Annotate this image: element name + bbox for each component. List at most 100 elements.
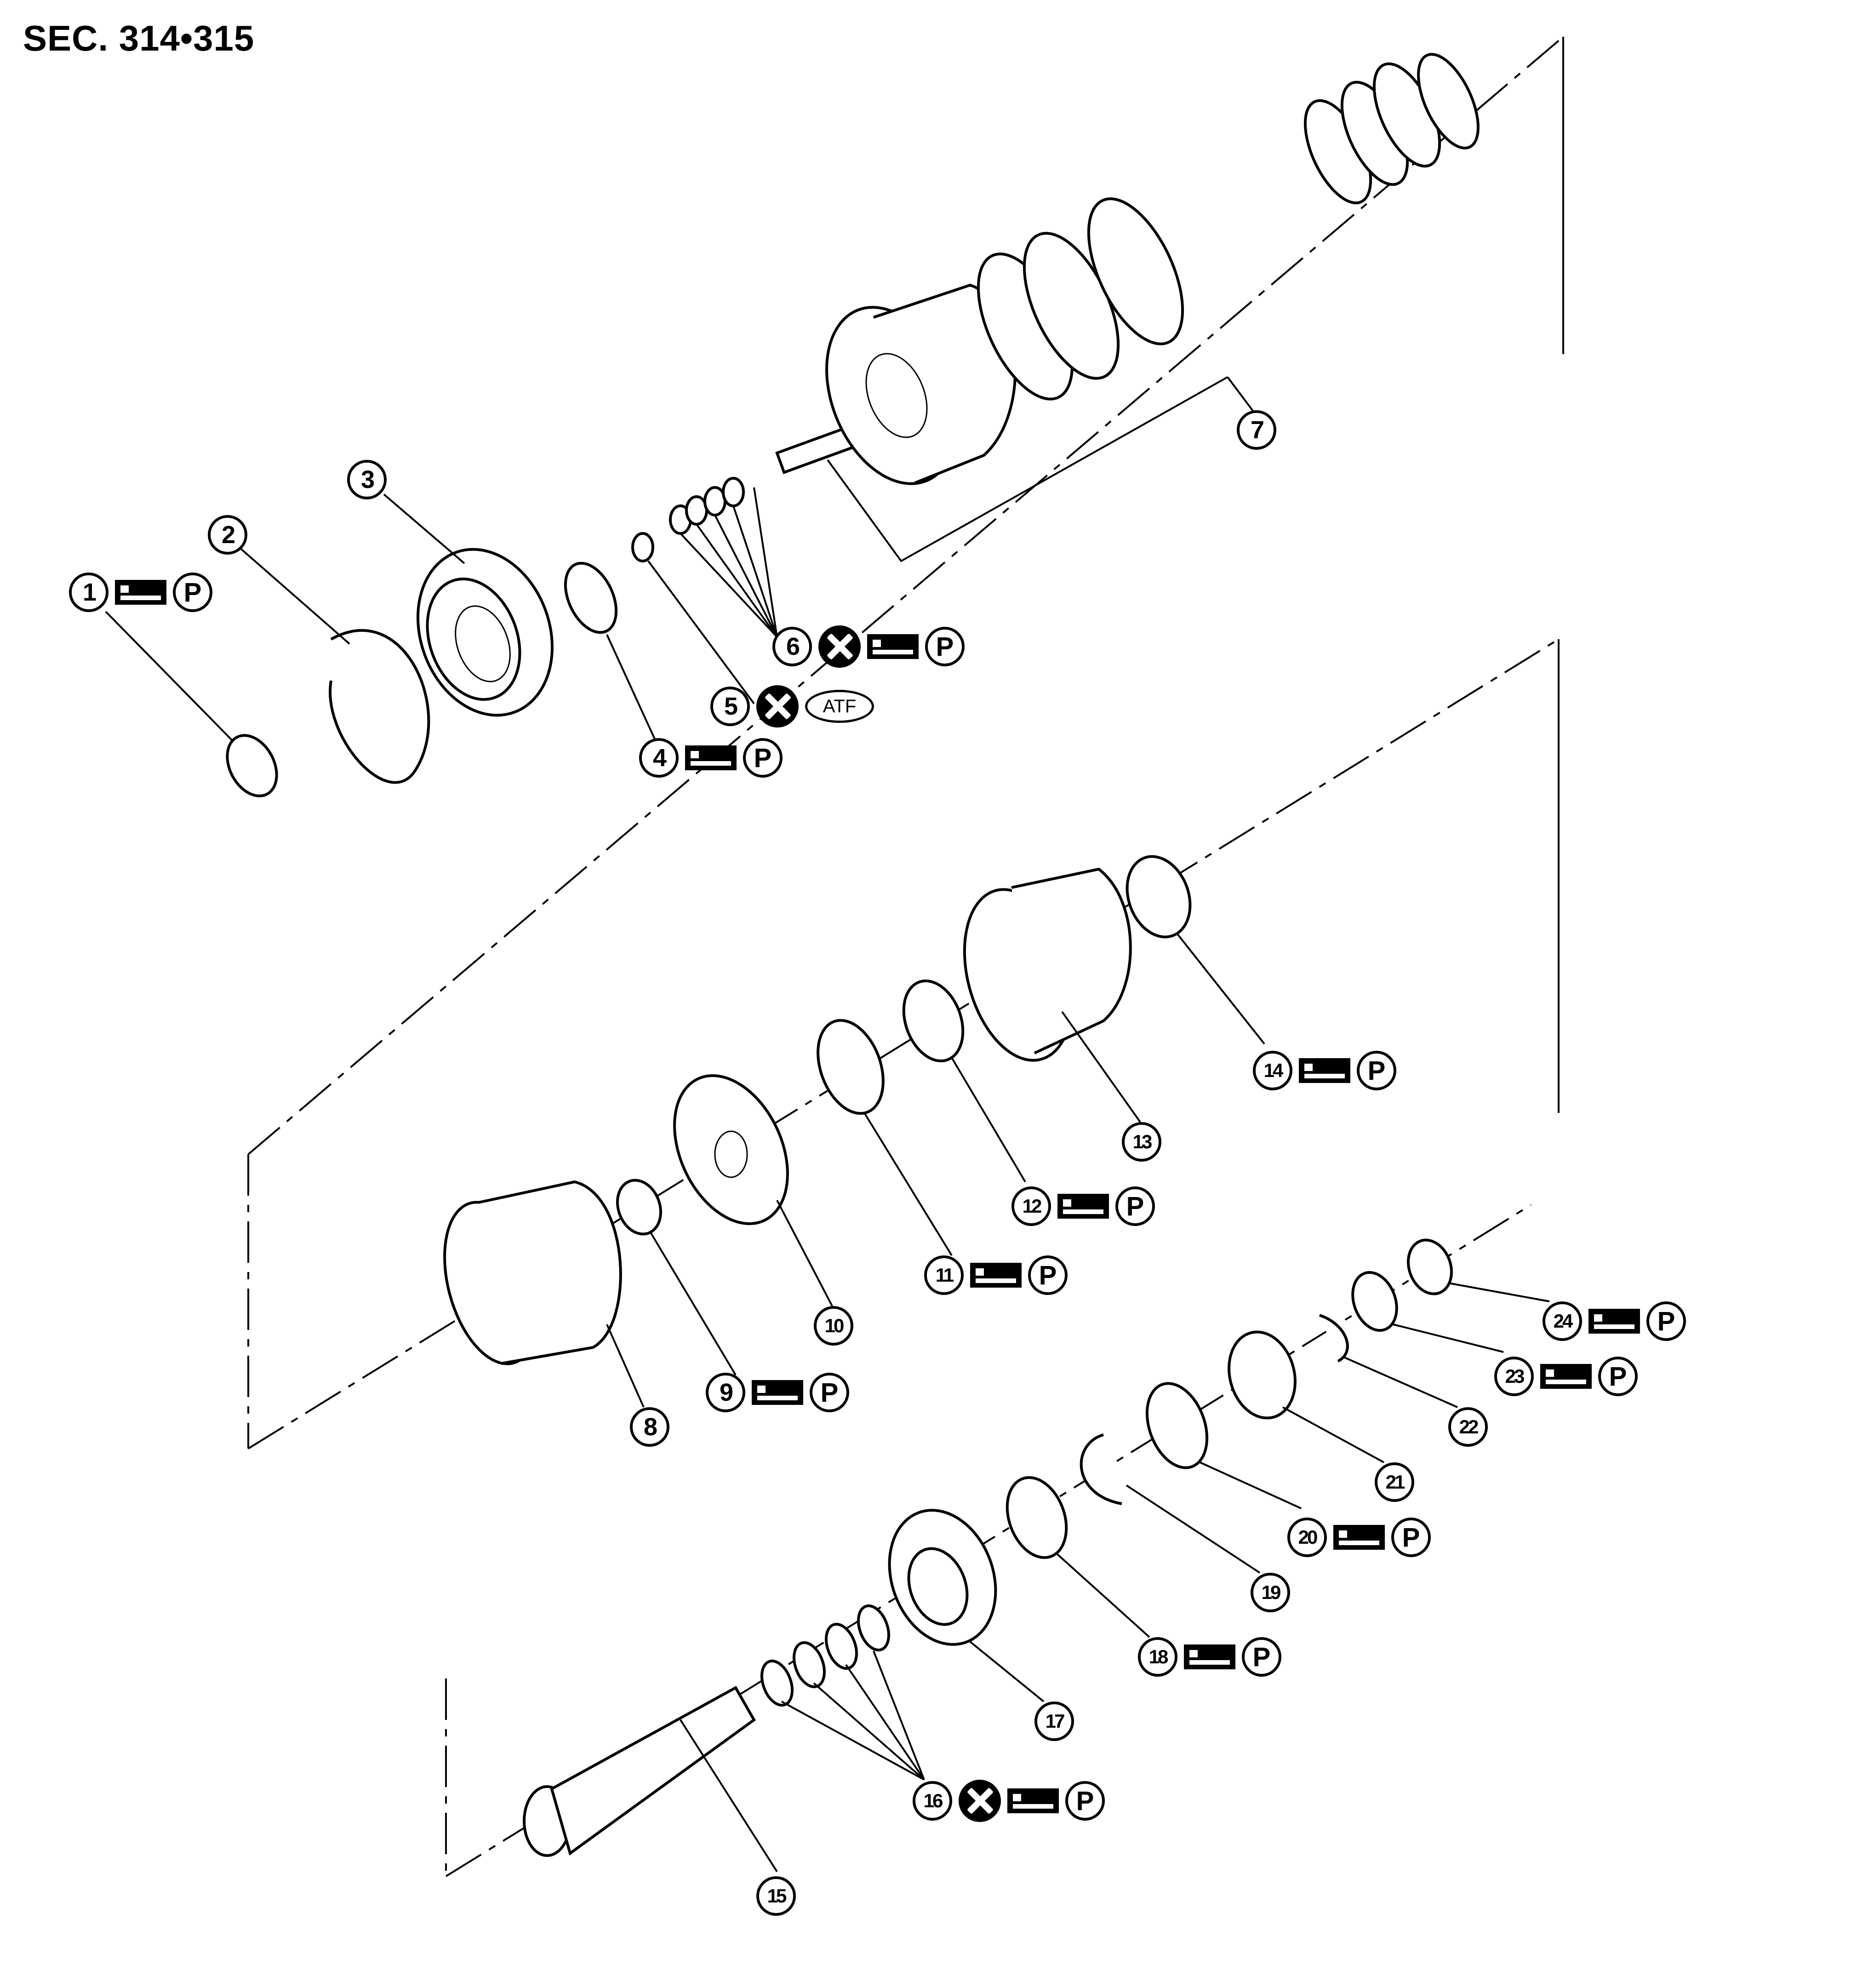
p-icon: P xyxy=(1242,1637,1281,1677)
callout-number: 2 xyxy=(208,515,247,555)
callout-9: 9 P xyxy=(706,1373,849,1412)
callout-number: 8 xyxy=(630,1407,669,1447)
part-17-sun-gear xyxy=(888,1509,997,1646)
callout-5: 5 ATF xyxy=(710,685,874,728)
atf-icon: ATF xyxy=(805,690,874,723)
callout-number: 7 xyxy=(1237,410,1276,450)
p-icon: P xyxy=(1115,1186,1155,1226)
callout-number: 24 xyxy=(1543,1301,1582,1341)
callout-14: 14 P xyxy=(1253,1051,1396,1090)
callout-1: 1 P xyxy=(69,573,212,612)
part-14-thrust-washer xyxy=(1126,855,1192,939)
replace-icon xyxy=(959,1780,1001,1822)
grease-icon xyxy=(115,580,166,605)
part-20-thrust-washer xyxy=(1145,1382,1209,1469)
part-22-snap-ring xyxy=(1319,1314,1349,1363)
callout-number: 19 xyxy=(1251,1573,1290,1612)
part-18-needle-bearing xyxy=(1006,1476,1068,1559)
grease-icon xyxy=(1540,1364,1592,1389)
p-icon: P xyxy=(1065,1781,1105,1821)
leader-lines xyxy=(105,487,1550,1873)
p-icon: P xyxy=(743,738,783,778)
replace-icon xyxy=(756,685,799,728)
callout-2: 2 xyxy=(208,515,247,555)
callout-18: 18 P xyxy=(1138,1637,1281,1677)
callout-21: 21 xyxy=(1375,1462,1414,1502)
callout-15: 15 xyxy=(756,1876,796,1916)
part-10-planetary-carrier xyxy=(673,1074,789,1225)
callout-number: 18 xyxy=(1138,1637,1177,1677)
grease-icon xyxy=(752,1380,803,1405)
bracket-7 xyxy=(827,376,1256,562)
part-5-o-ring xyxy=(631,532,654,562)
callout-16: 16 P xyxy=(913,1780,1105,1822)
callout-number: 11 xyxy=(924,1255,964,1295)
part-16-seal-rings xyxy=(760,1604,890,1707)
callout-number: 17 xyxy=(1034,1702,1074,1741)
p-icon: P xyxy=(1598,1357,1638,1396)
p-icon: P xyxy=(810,1373,849,1412)
part-21-gear xyxy=(1228,1330,1297,1420)
callout-number: 22 xyxy=(1448,1407,1488,1447)
part-11-thrust-washer xyxy=(817,1019,885,1115)
part-23-thrust-washer xyxy=(1351,1271,1398,1332)
part-4-thrust-washer xyxy=(564,561,618,634)
callout-17: 17 xyxy=(1034,1702,1074,1741)
p-icon: P xyxy=(173,573,212,612)
callout-number: 1 xyxy=(69,573,109,612)
replace-icon xyxy=(818,625,861,668)
p-icon: P xyxy=(1391,1518,1431,1557)
part-1-snap-ring xyxy=(226,734,278,797)
callout-number: 10 xyxy=(814,1306,853,1346)
grease-icon xyxy=(1588,1309,1640,1334)
assembly-axis-upper xyxy=(247,36,1564,1155)
grease-icon xyxy=(685,745,737,770)
callout-12: 12 P xyxy=(1011,1186,1155,1226)
callout-24: 24 P xyxy=(1543,1301,1686,1341)
grease-icon xyxy=(1299,1058,1350,1083)
callout-number: 16 xyxy=(913,1781,952,1821)
callout-number: 21 xyxy=(1375,1462,1414,1502)
callout-number: 15 xyxy=(756,1876,796,1916)
assembly-axis-middle xyxy=(247,638,1560,1449)
p-icon: P xyxy=(1646,1301,1686,1341)
callout-4: 4 P xyxy=(639,738,783,778)
part-8-clutch-drum xyxy=(443,1180,622,1365)
part-19-snap-ring xyxy=(1080,1433,1122,1505)
part-6-seal-rings xyxy=(669,477,745,535)
callout-11: 11 P xyxy=(924,1255,1068,1295)
callout-number: 12 xyxy=(1011,1186,1051,1226)
callout-number: 3 xyxy=(347,460,387,499)
part-12-thrust-washer xyxy=(902,979,965,1063)
callout-number: 20 xyxy=(1287,1518,1327,1557)
grease-icon xyxy=(1333,1525,1385,1550)
p-icon: P xyxy=(1357,1051,1396,1090)
callout-number: 13 xyxy=(1122,1122,1161,1162)
grease-icon xyxy=(1057,1194,1109,1219)
p-icon: P xyxy=(1028,1255,1068,1295)
callout-7: 7 xyxy=(1237,410,1276,450)
part-13-clutch-hub xyxy=(963,867,1132,1062)
grease-icon xyxy=(867,634,919,659)
callout-13: 13 xyxy=(1122,1122,1161,1162)
section-title: SEC. 314•315 xyxy=(23,18,255,58)
part-9-thrust-washer xyxy=(616,1179,663,1236)
callout-19: 19 xyxy=(1251,1573,1290,1612)
callout-number: 4 xyxy=(639,738,679,778)
grease-icon xyxy=(1007,1788,1059,1813)
grease-icon xyxy=(1184,1644,1235,1669)
callout-22: 22 xyxy=(1448,1407,1488,1447)
grease-icon xyxy=(970,1263,1022,1288)
callout-number: 9 xyxy=(706,1373,745,1412)
callout-number: 6 xyxy=(772,627,812,666)
callout-20: 20 P xyxy=(1287,1518,1431,1557)
part-3-gear-drum xyxy=(417,548,554,717)
part-2-retaining-ring xyxy=(329,629,430,784)
callout-number: 14 xyxy=(1253,1051,1292,1090)
callout-6: 6 P xyxy=(772,625,965,668)
callout-number: 5 xyxy=(710,687,750,726)
callout-8: 8 xyxy=(630,1407,669,1447)
callout-10: 10 xyxy=(814,1306,853,1346)
part-7-clutch-drum-assembly xyxy=(775,53,1480,485)
